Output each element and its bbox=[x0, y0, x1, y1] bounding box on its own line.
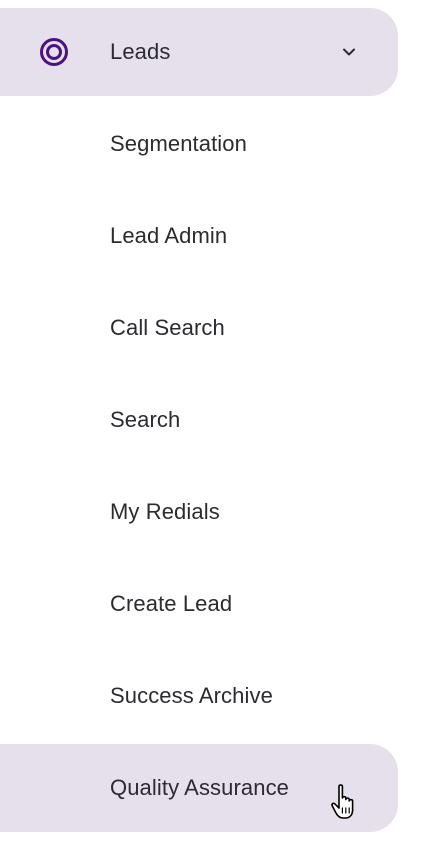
nav-item-label: Call Search bbox=[110, 315, 225, 340]
nav-item-label: Segmentation bbox=[110, 131, 247, 156]
nav-item-label: Create Lead bbox=[110, 591, 233, 616]
nav-item-call-search[interactable]: Call Search bbox=[0, 284, 398, 372]
nav-item-search[interactable]: Search bbox=[0, 376, 398, 464]
nav-item-success-archive[interactable]: Success Archive bbox=[0, 652, 398, 740]
nav-item-my-redials[interactable]: My Redials bbox=[0, 468, 398, 556]
chevron-down-icon[interactable] bbox=[340, 43, 358, 61]
nav-item-quality-assurance[interactable]: Quality Assurance bbox=[0, 744, 398, 832]
nav-item-label: Success Archive bbox=[110, 683, 273, 708]
nav-item-label: My Redials bbox=[110, 499, 220, 524]
nav-item-label: Leads bbox=[110, 39, 171, 64]
nav-item-label: Lead Admin bbox=[110, 223, 228, 248]
hand-pointer-cursor-icon bbox=[331, 784, 354, 819]
nav-item-lead-admin[interactable]: Lead Admin bbox=[0, 192, 398, 280]
nav-item-label: Search bbox=[110, 407, 181, 432]
nav-item-label: Quality Assurance bbox=[110, 775, 290, 800]
nav-item-leads[interactable]: Leads bbox=[0, 8, 398, 96]
circle-target-icon bbox=[40, 38, 68, 66]
nav-item-create-lead[interactable]: Create Lead bbox=[0, 560, 398, 648]
nav-item-segmentation[interactable]: Segmentation bbox=[0, 100, 398, 188]
